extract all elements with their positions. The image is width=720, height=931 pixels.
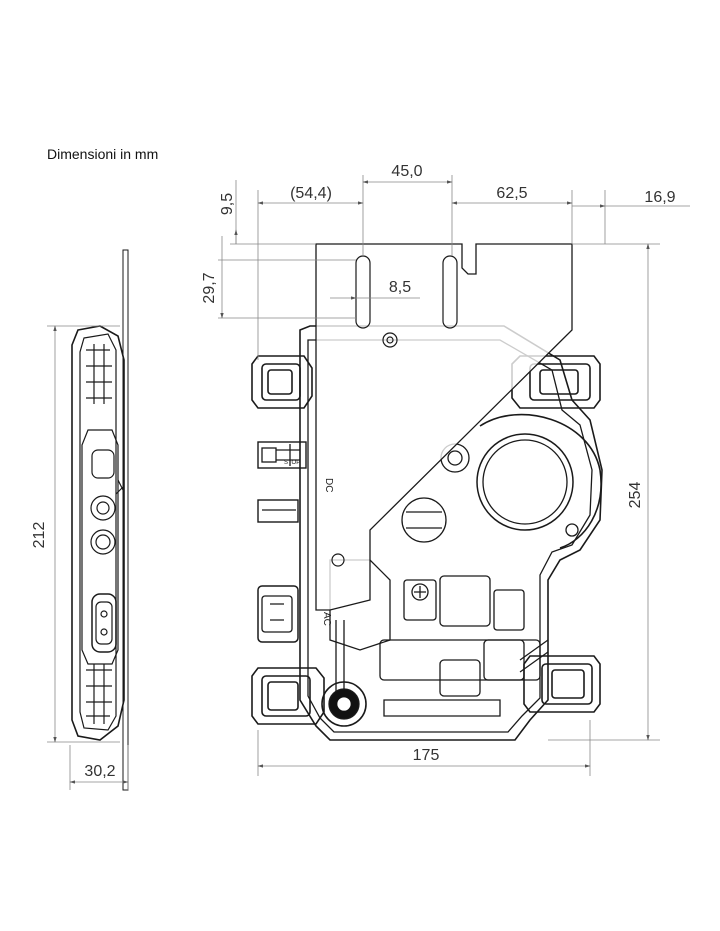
- bracket-slot-right: [442, 255, 458, 329]
- dim-slot-vertical: 29,7: [201, 272, 218, 303]
- dim-side-height: 212: [31, 522, 48, 549]
- side-dimensions: [47, 325, 129, 790]
- dim-front-width: 175: [413, 747, 440, 764]
- dim-top-right: 62,5: [496, 185, 527, 202]
- dim-slot-width: 8,5: [389, 279, 411, 296]
- side-view: [71, 249, 129, 791]
- bracket-hole: [382, 332, 398, 348]
- front-dimensions: [218, 175, 690, 776]
- dim-top-middle: 45,0: [391, 163, 422, 180]
- label-dc: DC: [323, 478, 334, 492]
- label-ac: AC: [321, 612, 332, 626]
- dim-front-height: 254: [627, 482, 644, 509]
- front-view: [251, 325, 603, 741]
- mounting-bracket: [315, 243, 573, 611]
- page-title: Dimensioni in mm: [47, 146, 159, 162]
- dim-top-left-ref: (54,4): [290, 185, 332, 202]
- dim-far-right: 16,9: [644, 189, 675, 206]
- dim-offset-vertical: 9,5: [219, 193, 236, 215]
- label-stop: STOP: [284, 460, 300, 466]
- dim-side-depth: 30,2: [84, 763, 115, 780]
